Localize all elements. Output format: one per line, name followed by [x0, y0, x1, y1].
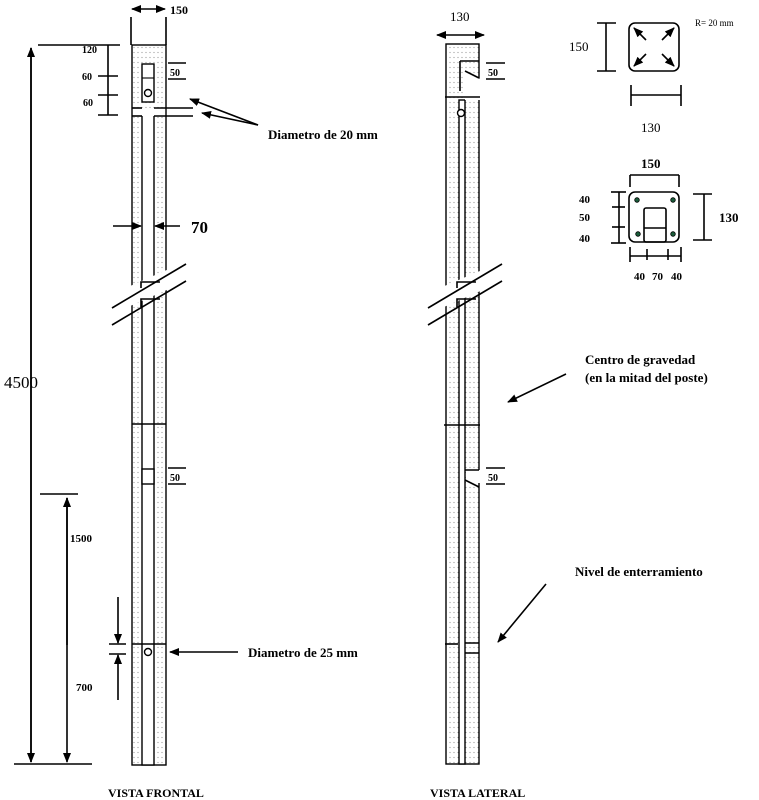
mid-slot [141, 468, 155, 485]
hole-20-note: Diametro de 20 mm [268, 127, 378, 142]
break-line-bottom [111, 280, 187, 326]
sec-bot-bottom-dim-1: 40 [634, 271, 646, 283]
lateral-slot-label-top: 50 [488, 68, 498, 79]
rebar-dot [635, 231, 641, 237]
sec-top-outline [628, 22, 680, 72]
rebar-dot [670, 231, 676, 237]
lateral-hole [456, 108, 466, 118]
lateral-break-web-top [456, 281, 476, 288]
lateral-view: 130 50 50 Centro de gravedad (en la mita… [427, 9, 708, 800]
sec-top-height-label: 150 [569, 39, 589, 54]
rebar-dot [670, 197, 676, 203]
rebar-group [634, 197, 676, 237]
burial-label: 1500 [70, 533, 93, 545]
burial-note: Nivel de enterramiento [575, 564, 703, 579]
sec-bot-left-dim-2: 50 [579, 212, 591, 224]
lateral-notch [459, 60, 480, 91]
total-height-label: 4500 [4, 373, 38, 392]
lateral-notch-fill [460, 45, 481, 100]
hole-25-note: Diametro de 25 mm [248, 645, 358, 660]
break-line-top [111, 263, 187, 309]
radius-note: R= 20 mm [695, 18, 734, 28]
burial-arrow [497, 583, 547, 643]
lateral-break-top [427, 263, 503, 309]
width-label: 150 [170, 3, 188, 17]
sec-bot-bottom-dim-2: 70 [652, 271, 664, 283]
break-web-bottom [140, 298, 160, 307]
dim-120: 120 [82, 45, 97, 56]
lateral-bottom-slot [465, 642, 479, 654]
slot-label-top: 50 [170, 68, 180, 79]
gravity-note-line2: (en la mitad del poste) [585, 370, 708, 385]
section-top: 150 R= 20 mm 130 [569, 18, 734, 135]
sec-bot-left-dim-1: 40 [579, 194, 591, 206]
lateral-pole-web [458, 99, 466, 765]
sec-bot-slot [643, 207, 667, 243]
gravity-note-line1: Centro de gravedad [585, 352, 696, 367]
lateral-break-bottom [427, 280, 503, 326]
gravity-arrow [507, 373, 567, 403]
dim-60-b: 60 [83, 98, 93, 109]
radius-arrow-tr [661, 27, 675, 41]
lateral-width-label: 130 [450, 9, 470, 24]
lateral-mid-notch [464, 469, 480, 488]
slot-label-mid: 50 [170, 473, 180, 484]
lateral-break-web-bottom [456, 298, 476, 307]
sec-top-width-label: 130 [641, 120, 661, 135]
rebar-dot [634, 197, 640, 203]
sec-bot-bottom-dim-3: 40 [671, 271, 683, 283]
frontal-view: 150 120 60 60 50 Diametro de 20 mm [4, 3, 378, 800]
hole-20-top [143, 88, 153, 98]
lateral-view-title: VISTA LATERAL [430, 786, 525, 800]
bottom-hole-dim: 700 [76, 682, 93, 694]
lateral-mid-notch-fill [466, 470, 480, 483]
hole-20-arrow-1 [189, 98, 259, 126]
sec-bot-height-label: 130 [719, 210, 739, 225]
break-web-top [140, 281, 160, 288]
sec-bot-left-dim-3: 40 [579, 233, 591, 245]
lateral-slot-label-mid: 50 [488, 473, 498, 484]
sec-bot-width-label: 150 [641, 156, 661, 171]
radius-arrow-bl [633, 53, 647, 67]
web-width-label: 70 [191, 218, 208, 237]
section-bottom: 150 40 50 40 130 40 70 [579, 156, 739, 283]
frontal-view-title: VISTA FRONTAL [108, 786, 204, 800]
hole-25 [143, 647, 153, 657]
cross-hole-gap [133, 108, 165, 116]
hole-20-arrow-2 [201, 110, 259, 126]
radius-arrow-tl [633, 27, 647, 41]
radius-arrow-br [661, 53, 675, 67]
pole-web [141, 113, 155, 766]
dim-60-a: 60 [82, 72, 92, 83]
